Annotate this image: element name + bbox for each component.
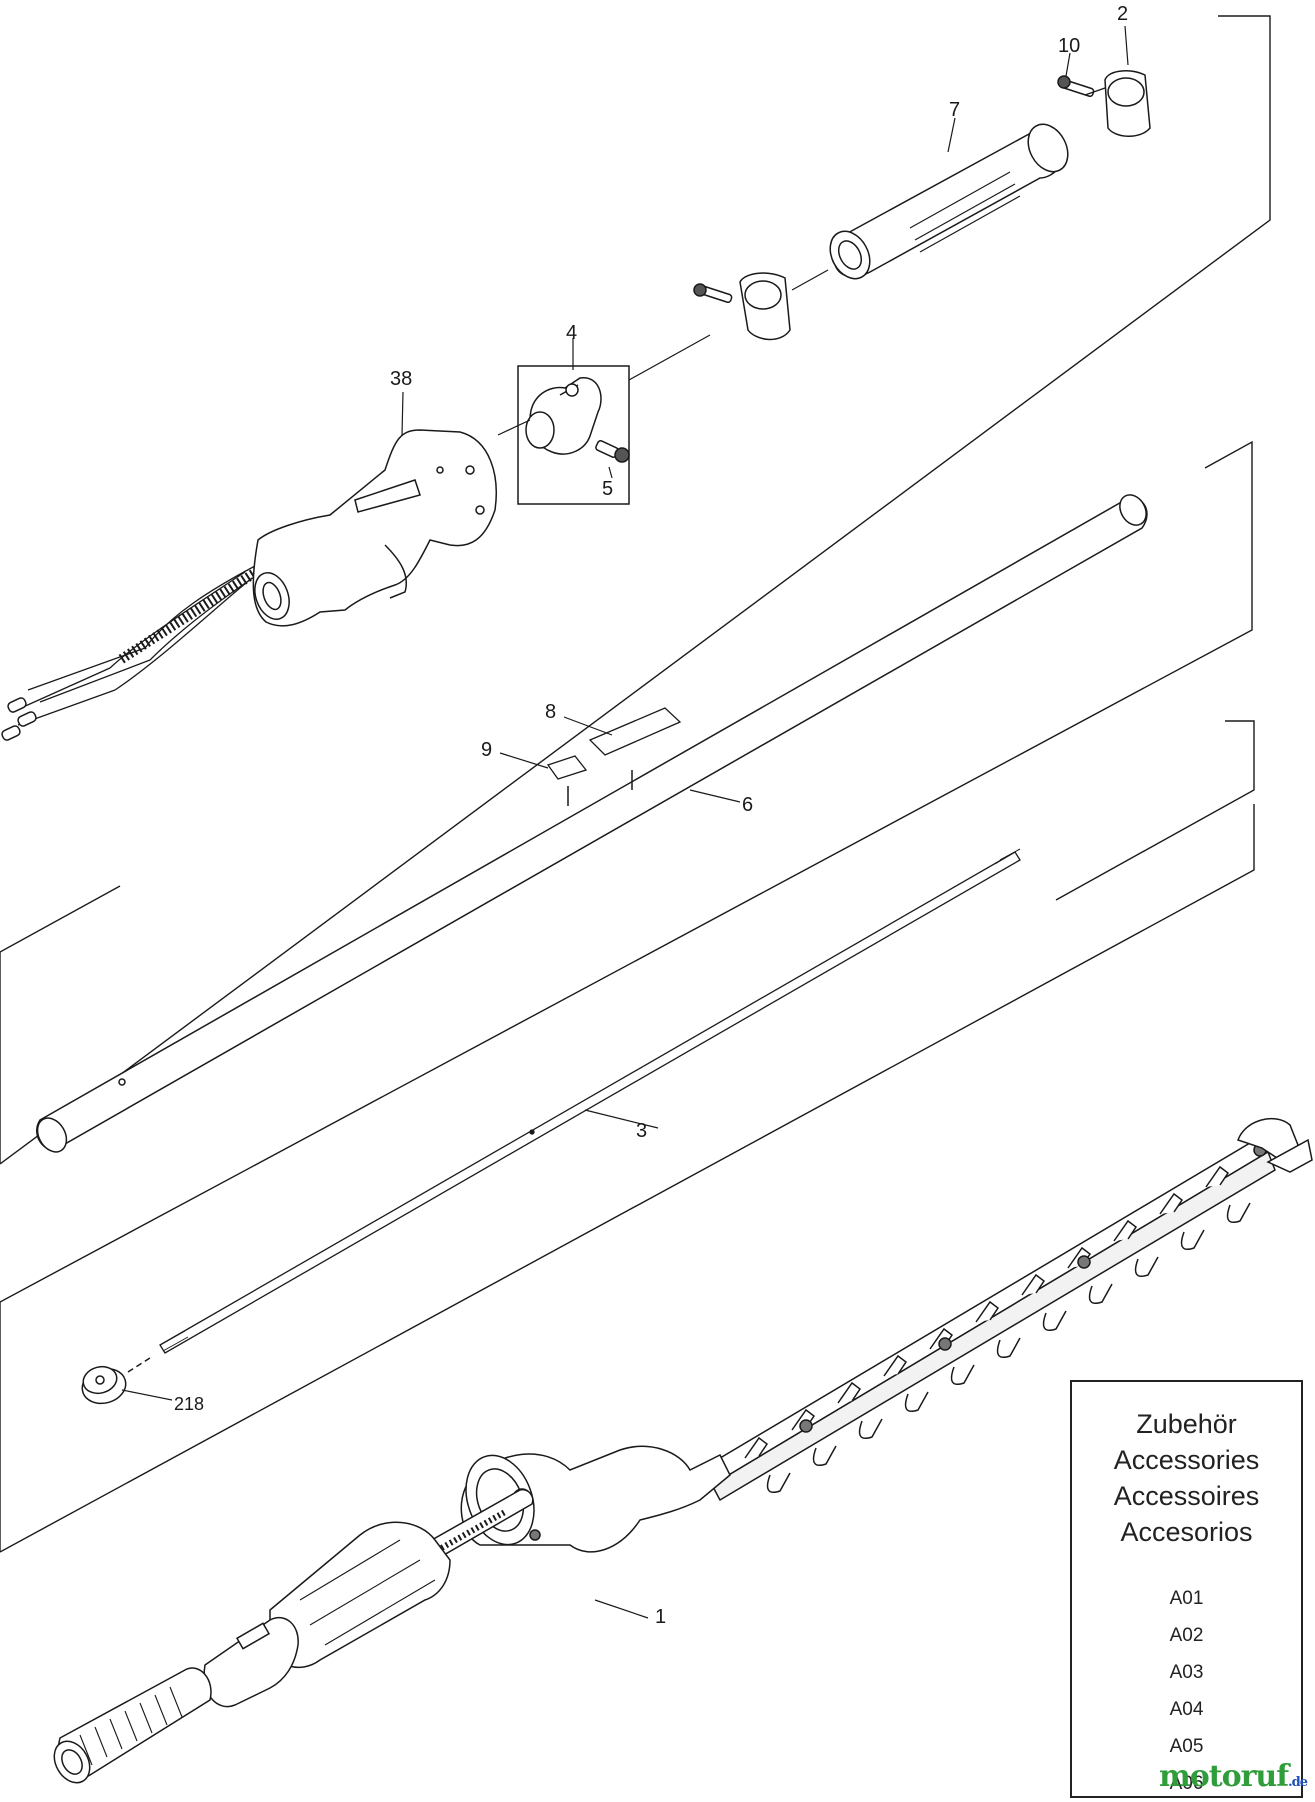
callout-5: 5	[602, 478, 613, 500]
callout-1: 1	[655, 1606, 666, 1628]
accessories-title: Zubehör Accessories Accessoires Accesori…	[1072, 1406, 1301, 1550]
accessory-item: A03	[1169, 1662, 1204, 1683]
watermark-tld: .de	[1288, 1775, 1308, 1790]
accessory-item: A04	[1169, 1699, 1204, 1720]
wire-conduit	[117, 558, 273, 665]
accessories-title-en: Accessories	[1113, 1445, 1260, 1475]
section-frame-middle	[0, 440, 1253, 1303]
blade-teeth-bottom	[766, 1202, 1251, 1493]
label-decals	[546, 707, 682, 780]
callout-218: 218	[174, 1394, 204, 1414]
wire-harness	[11, 565, 261, 726]
handle-assembly	[1, 429, 497, 741]
callout-6: 6	[742, 794, 753, 816]
accessories-list: A01 A02 A03 A04 A05 A06	[1072, 1580, 1301, 1802]
shaft-coupling	[203, 1616, 299, 1708]
accessories-title-es: Accesorios	[1120, 1517, 1253, 1547]
end-cap-and-screw	[1057, 70, 1151, 137]
callout-3: 3	[636, 1120, 647, 1142]
damper-washer	[81, 1357, 151, 1405]
callout-7: 7	[949, 99, 960, 121]
site-watermark: motoruf.de	[1158, 1759, 1308, 1794]
hedge-trimmer-head	[53, 1117, 1313, 1784]
accessories-legend: Zubehör Accessories Accessoires Accesori…	[1070, 1380, 1303, 1798]
section-frame-top	[0, 15, 1271, 1165]
watermark-brand: motoruf	[1158, 1759, 1289, 1794]
section-frame-lower	[1055, 720, 1255, 901]
callout-8: 8	[545, 701, 556, 723]
callout-10: 10	[1058, 35, 1080, 57]
callout-2: 2	[1117, 3, 1128, 25]
accessory-item: A01	[1169, 1588, 1204, 1609]
callout-4: 4	[566, 322, 577, 344]
screw-and-collar	[693, 272, 791, 341]
drive-shaft	[159, 848, 1021, 1354]
rear-handle	[252, 429, 497, 627]
blade-bolts	[799, 1143, 1267, 1433]
section-frame-lower-2	[0, 804, 1255, 1553]
accessories-title-fr: Accessoires	[1113, 1481, 1260, 1511]
callout-leaders	[121, 25, 1129, 1619]
accessories-title-de: Zubehör	[1136, 1409, 1237, 1439]
accessory-item: A06	[1169, 1773, 1204, 1794]
shaft-tube	[36, 494, 1148, 1153]
accessory-item: A05	[1169, 1736, 1204, 1757]
accessory-item: A02	[1169, 1625, 1204, 1646]
callout-9: 9	[481, 739, 492, 761]
callout-38: 38	[390, 368, 412, 390]
grip-sleeve	[829, 123, 1069, 280]
